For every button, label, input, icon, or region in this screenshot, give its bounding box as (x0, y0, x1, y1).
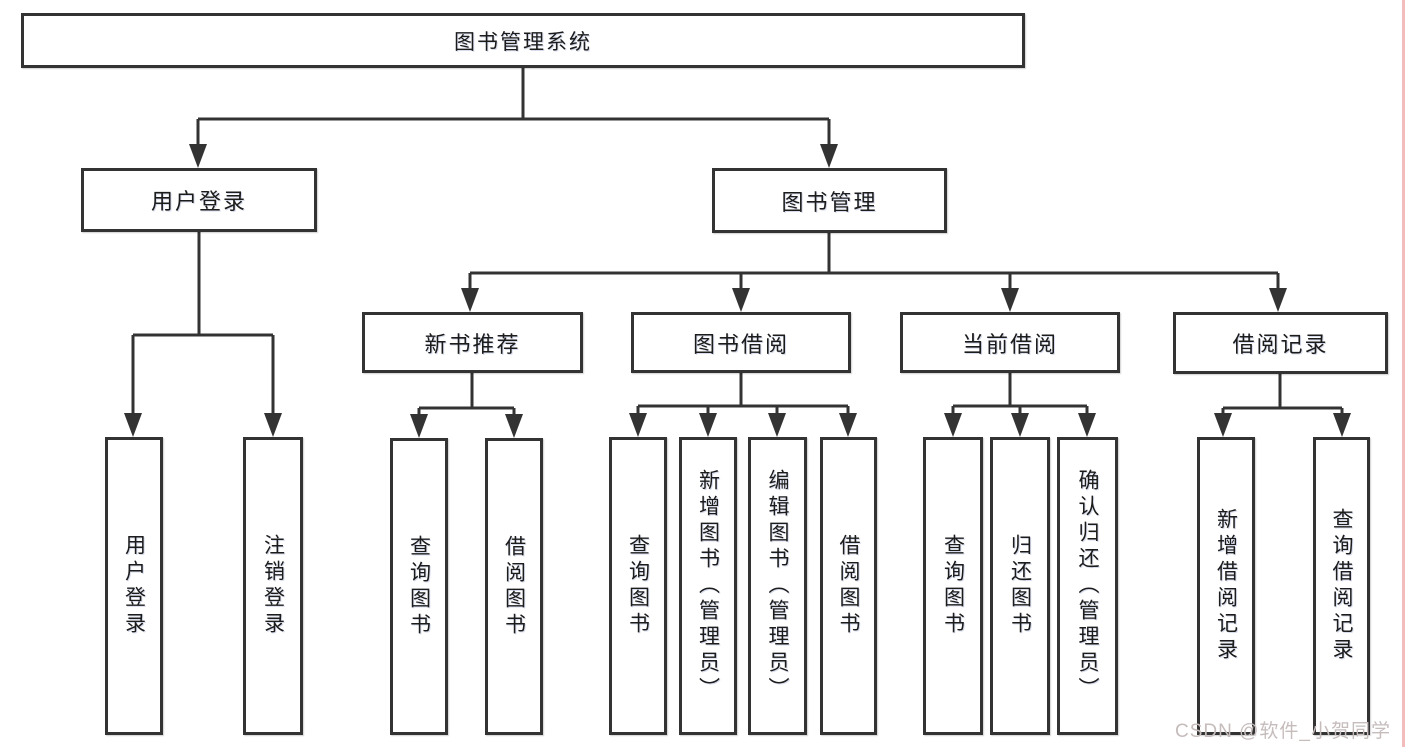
arrowhead (124, 413, 142, 437)
node-label: 确认归还（管理员） (1076, 469, 1099, 703)
node-label: 查询借阅记录 (1330, 508, 1353, 664)
leaf-borrow-books-recommend: 借阅图书 (485, 438, 543, 735)
arrowhead (768, 413, 786, 437)
leaf-borrow-books: 借阅图书 (820, 437, 877, 735)
leaf-return-books: 归还图书 (990, 437, 1050, 735)
edge-book-borrowing-to-leaves (636, 373, 850, 417)
node-label: 图书借阅 (692, 331, 789, 357)
edge-borrowing-records-to-leaves (1221, 374, 1344, 417)
arrowhead (839, 413, 857, 437)
arrowhead (732, 288, 750, 312)
arrowhead (1214, 413, 1232, 437)
leaf-edit-book-admin: 编辑图书（管理员） (748, 437, 807, 735)
right-edge-strip (1402, 0, 1405, 747)
node-current-borrowing: 当前借阅 (900, 312, 1120, 373)
edge-current-borrowing-to-leaves (951, 373, 1089, 417)
node-label: 用户登录 (122, 534, 146, 638)
node-user-login: 用户登录 (81, 168, 317, 232)
node-label: 借阅图书 (837, 534, 860, 638)
arrowhead (1001, 288, 1019, 312)
leaf-add-book-admin: 新增图书（管理员） (679, 437, 737, 735)
arrowhead (699, 413, 717, 437)
node-label: 查询图书 (407, 534, 431, 639)
edge-new-book-recommend-to-leaves (417, 373, 516, 418)
leaf-user-login: 用户登录 (105, 437, 163, 735)
leaf-logout: 注销登录 (243, 437, 303, 735)
node-label: 图书管理 (781, 189, 878, 215)
leaf-query-books-current: 查询图书 (923, 437, 983, 735)
csdn-watermark: CSDN @软件_小贺同学 (1175, 721, 1391, 742)
node-label: 借阅记录 (1232, 332, 1329, 357)
arrowhead (1333, 413, 1351, 437)
node-label: 借阅图书 (502, 534, 526, 639)
leaf-confirm-return-admin: 确认归还（管理员） (1057, 437, 1118, 735)
node-library-management-system: 图书管理系统 (21, 13, 1025, 68)
node-label: 注销登录 (261, 534, 285, 638)
arrowhead (1011, 413, 1029, 437)
arrowhead (264, 413, 282, 437)
arrowhead (944, 413, 962, 437)
node-label: 用户登录 (150, 189, 247, 214)
arrowhead (189, 144, 207, 168)
node-label: 归还图书 (1008, 534, 1032, 638)
edge-book-management-to-level3 (468, 233, 1280, 292)
edge-root-to-level2 (196, 68, 831, 148)
leaf-query-borrow-record: 查询借阅记录 (1313, 437, 1370, 735)
node-new-book-recommend: 新书推荐 (362, 312, 583, 373)
arrowhead (820, 144, 838, 168)
node-book-management: 图书管理 (712, 168, 947, 233)
node-borrowing-records: 借阅记录 (1173, 312, 1388, 374)
node-label: 新增图书（管理员） (696, 469, 720, 703)
arrowhead (1269, 288, 1287, 312)
node-label: 新增借阅记录 (1214, 508, 1238, 664)
node-label: 查询图书 (626, 534, 650, 638)
arrowhead (629, 413, 647, 437)
arrowhead (410, 414, 428, 438)
leaf-query-books-borrowing: 查询图书 (609, 437, 667, 735)
node-label: 当前借阅 (961, 331, 1058, 357)
node-label: 图书管理系统 (454, 30, 592, 54)
node-label: 新书推荐 (424, 331, 521, 357)
leaf-add-borrow-record: 新增借阅记录 (1197, 437, 1255, 735)
arrowhead (1078, 413, 1096, 437)
node-label: 编辑图书（管理员） (766, 469, 789, 703)
arrowhead (505, 414, 523, 438)
node-label: 查询图书 (941, 534, 965, 638)
arrowhead (461, 288, 479, 312)
edge-user-login-to-leaves (131, 232, 275, 417)
node-book-borrowing: 图书借阅 (631, 312, 851, 373)
leaf-query-books-recommend: 查询图书 (390, 438, 448, 735)
